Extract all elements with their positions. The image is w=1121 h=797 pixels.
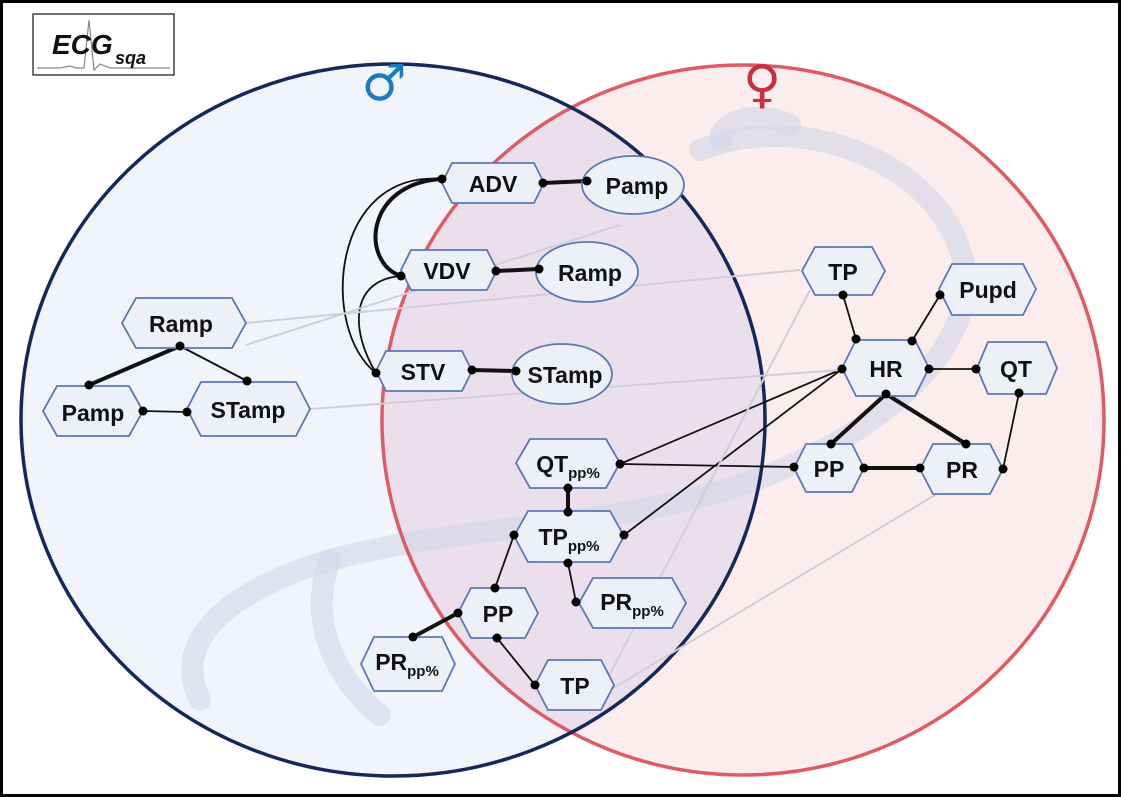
node-prpp-mid: PRpp%: [577, 577, 688, 629]
node-qtpp-main: QT: [536, 451, 568, 477]
edge-tppp-pp-mid: [494, 534, 515, 589]
logo-sub-text: sqa: [115, 48, 146, 68]
node-tp-right: TP: [800, 246, 887, 296]
node-tp-right-label: TP: [828, 259, 857, 285]
node-prpp-mid-label: PRpp%: [600, 589, 664, 620]
node-qtpp: QTpp%: [514, 438, 622, 489]
node-stamp-mid-label: STamp: [528, 362, 603, 388]
node-ramp-left: Ramp: [120, 297, 248, 349]
ecg-trace-icon: [37, 19, 170, 72]
node-prpp-left-label: PRpp%: [375, 649, 439, 680]
node-tppp: TPpp%: [512, 510, 626, 563]
node-hr: HR: [840, 339, 931, 397]
node-pamp-top-label: Pamp: [606, 173, 669, 199]
edge-stv-stamp: [470, 368, 518, 373]
node-tppp-label: TPpp%: [538, 524, 599, 555]
node-ramp-left-label: Ramp: [149, 311, 213, 337]
rat-watermark: [181, 106, 977, 726]
node-stamp-left: STamp: [185, 381, 312, 437]
ecgsqa-logo: ECG sqa: [32, 13, 175, 76]
node-stv: STV: [374, 350, 474, 392]
node-stamp-mid: STamp: [511, 343, 613, 405]
node-pr-right: PR: [918, 443, 1005, 495]
node-qt: QT: [976, 341, 1058, 395]
node-pp-mid-label: PP: [483, 601, 514, 627]
node-pp-mid: PP: [456, 587, 540, 639]
node-stamp-left-label: STamp: [211, 397, 286, 423]
node-pamp-top: Pamp: [581, 155, 685, 215]
edge-pamp-stamp-left: [142, 410, 188, 413]
node-prpp-left: PRpp%: [360, 636, 456, 692]
node-tp-bottom: TP: [533, 659, 616, 711]
node-pp-right: PP: [792, 443, 866, 493]
male-set-outline: [19, 62, 767, 778]
edge-adv-pamp: [541, 179, 589, 185]
node-tppp-sub: pp%: [568, 538, 600, 555]
node-pamp-left: Pamp: [41, 385, 145, 437]
node-prpp-left-sub: pp%: [407, 663, 439, 680]
node-tppp-main: TP: [538, 524, 567, 550]
node-prpp-mid-main: PR: [600, 589, 632, 615]
female-set-outline: [380, 63, 1106, 777]
logo-main-text: ECG: [52, 29, 113, 60]
node-vdv: VDV: [399, 249, 499, 291]
node-qtpp-sub: pp%: [568, 465, 600, 482]
edge-vdv-stv: [358, 275, 402, 374]
edge-pp-mid-tp-bottom: [496, 637, 536, 686]
node-pp-right-label: PP: [814, 456, 845, 482]
edge-vdv-ramp: [494, 267, 541, 273]
node-pupd-label: Pupd: [959, 277, 1017, 303]
male-symbol-icon: ♂: [362, 54, 407, 112]
node-hr-label: HR: [869, 356, 903, 382]
node-pamp-left-label: Pamp: [62, 400, 125, 426]
edge-tppp-prpp-mid: [567, 562, 577, 603]
edge-hr-pr-right: [884, 392, 968, 446]
edge-endpoints: [84, 174, 1024, 690]
edge-qtpp-pp-right: [619, 463, 795, 468]
edge-hr-tppp: [623, 368, 843, 536]
edge-pupd-hr: [911, 294, 941, 342]
node-stv-label: STV: [401, 359, 446, 385]
node-pupd: Pupd: [937, 263, 1038, 316]
node-qt-label: QT: [1000, 356, 1032, 382]
node-tp-bottom-label: TP: [560, 673, 589, 699]
node-adv-label: ADV: [469, 171, 518, 197]
node-prpp-left-main: PR: [375, 649, 407, 675]
node-ramp-mid: Ramp: [535, 241, 639, 303]
edge-adv-stv: [341, 178, 443, 374]
network-nodes: ADV Pamp VDV Ramp STV STamp Ramp: [41, 155, 1058, 711]
edge-tp-hr: [842, 294, 857, 340]
edge-pp-mid-prpp-left: [411, 611, 460, 639]
edge-ramp-stamp-left: [179, 345, 248, 382]
edge-ramp-pamp-left: [87, 344, 182, 387]
node-pr-right-label: PR: [946, 457, 978, 483]
node-prpp-mid-sub: pp%: [632, 603, 664, 620]
node-qtpp-label: QTpp%: [536, 451, 600, 482]
edge-qt-pr-right: [1002, 392, 1020, 470]
edge-adv-vdv: [373, 177, 444, 278]
node-vdv-label: VDV: [423, 258, 471, 284]
female-symbol-icon: ♀: [743, 55, 781, 115]
edge-hr-qtpp: [619, 368, 843, 465]
node-ramp-mid-label: Ramp: [558, 260, 622, 286]
node-adv: ADV: [440, 162, 546, 204]
edge-hr-pp-right: [829, 392, 888, 446]
